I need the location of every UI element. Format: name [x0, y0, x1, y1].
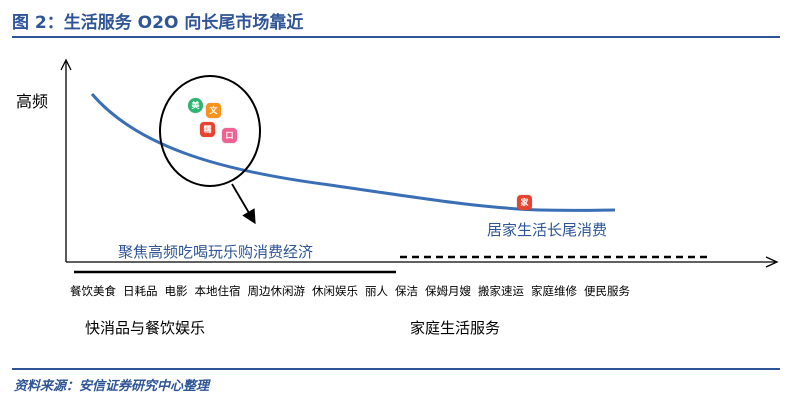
- category-list: 餐饮美食 日耗品 电影 本地住宿 周边休闲游 休闲娱乐 丽人 保洁 保姆月嫂 搬…: [70, 283, 637, 299]
- focus-arrow: [231, 183, 256, 225]
- x-axis-arrow: [765, 256, 779, 268]
- meituan-icon: 美: [188, 98, 203, 113]
- long-tail-curve: [90, 93, 616, 212]
- category-item: 周边休闲游: [247, 284, 306, 298]
- category-item: 电影: [164, 284, 188, 298]
- category-item: 餐饮美食: [70, 284, 116, 298]
- source-note: 资料来源：安信证券研究中心整理: [14, 379, 210, 394]
- group-label-fmcg: 快消品与餐饮娱乐: [85, 319, 206, 337]
- daojia-icon: 家: [517, 195, 532, 210]
- category-item: 家庭维修: [531, 284, 577, 298]
- category-item: 搬家速运: [478, 284, 524, 298]
- focus-label: 聚焦高频吃喝玩乐购消费经济: [118, 243, 314, 261]
- category-item: 便民服务: [584, 284, 630, 298]
- category-item: 保姆月嫂: [425, 284, 471, 298]
- axis-label-frequency: 高频: [16, 92, 49, 111]
- y-axis-arrow: [60, 58, 72, 71]
- page-title: 图 2：生活服务 O2O 向长尾市场靠近: [12, 13, 304, 33]
- category-item: 日耗品: [123, 284, 158, 298]
- category-item: 本地住宿: [194, 284, 241, 298]
- koubei-icon: 口: [222, 128, 237, 143]
- category-item: 休闲娱乐: [312, 284, 358, 298]
- longtail-label: 居家生活长尾消费: [487, 221, 608, 239]
- footer-divider: [12, 368, 780, 370]
- category-item: 保洁: [395, 284, 418, 298]
- category-item: 丽人: [365, 284, 388, 298]
- focus-circle: [159, 75, 261, 187]
- dianping-icon: 文: [206, 103, 221, 118]
- group-label-home: 家庭生活服务: [410, 319, 501, 337]
- nuomi-icon: 糯: [200, 122, 215, 137]
- title-divider: [12, 36, 780, 38]
